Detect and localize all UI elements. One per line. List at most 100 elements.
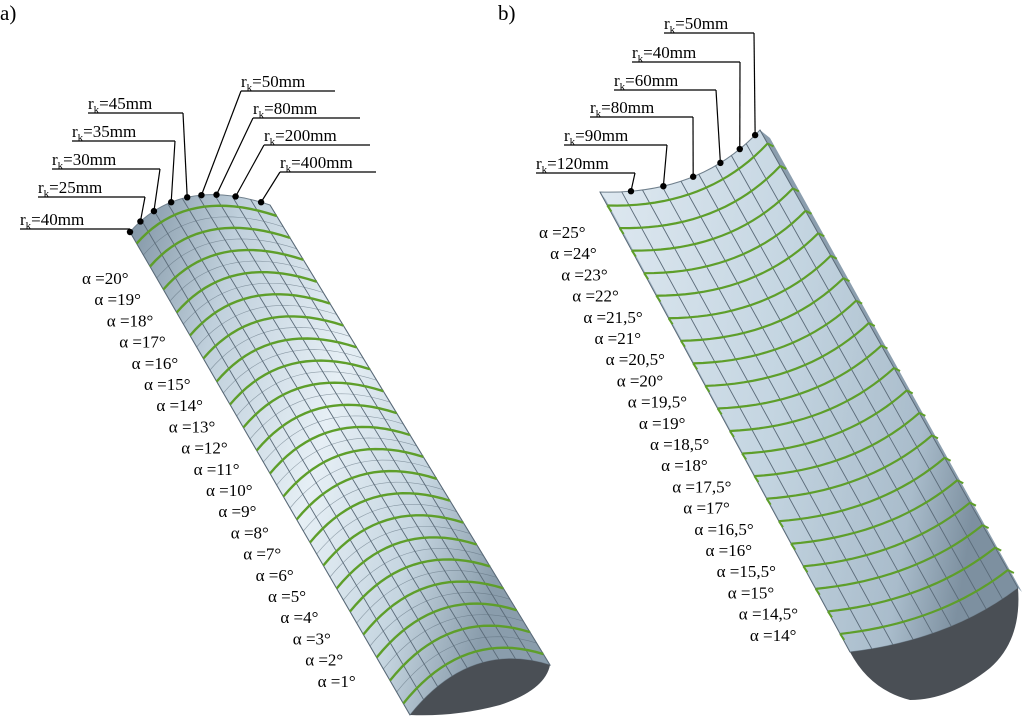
leader-line <box>715 89 721 163</box>
angle-label: α =4° <box>280 608 318 627</box>
longitudinal-line <box>730 155 987 610</box>
cross-grid-line <box>236 371 377 417</box>
longitudinal-line <box>599 191 851 653</box>
rim-tick <box>814 588 821 596</box>
radius-label-a-7: rk=80mm <box>253 99 317 121</box>
section-curve <box>149 226 291 268</box>
angle-label: α =19,5° <box>628 393 687 412</box>
cross-grid-line <box>169 260 311 302</box>
cross-grid-line <box>303 481 444 532</box>
section-curve <box>295 469 438 521</box>
rim-tick <box>982 524 990 530</box>
angle-label: α =18,5° <box>650 435 709 454</box>
leader-dot <box>689 173 697 180</box>
cross-grid-line <box>383 614 524 670</box>
angle-label: α =20° <box>82 269 129 288</box>
angle-label: α =17° <box>683 499 730 518</box>
panel-b-angle-labels: α =25°α =24°α =23°α =22°α =21,5°α =21°α … <box>539 223 798 645</box>
section-curve <box>827 546 996 613</box>
leader-dot <box>736 145 743 153</box>
angle-label: α =20° <box>617 371 664 390</box>
cross-grid-line <box>263 415 404 463</box>
section-curve <box>607 142 769 207</box>
section-curve <box>335 536 478 590</box>
rim-tick <box>944 456 952 462</box>
panel-a-model <box>20 90 552 716</box>
angle-label: α =24° <box>550 244 597 263</box>
section-curve <box>815 524 984 590</box>
angle-label: α =5° <box>268 587 306 606</box>
rim-tick <box>618 227 625 235</box>
section-curve <box>349 558 491 613</box>
section-curve <box>135 204 278 245</box>
section-curve <box>189 293 331 337</box>
leader-line <box>170 140 176 203</box>
rim-tick <box>790 543 797 551</box>
angle-label: α =18° <box>661 456 708 475</box>
leader-line <box>260 171 281 203</box>
section-curve <box>729 367 895 433</box>
rim-tick <box>767 142 775 148</box>
rim-tick <box>729 430 735 438</box>
section-curve <box>229 359 371 406</box>
leader-dot <box>198 191 205 199</box>
rim-tick <box>843 277 850 283</box>
panel-a-leader-lines <box>20 90 376 236</box>
angle-label: α =10° <box>206 481 253 500</box>
rim-tick <box>969 501 977 507</box>
section-curve <box>202 315 344 360</box>
leader-dot <box>137 218 144 225</box>
angle-label: α =7° <box>243 545 281 564</box>
longitudinal-line <box>698 174 952 627</box>
section-curve <box>693 299 857 365</box>
section-curve <box>680 277 845 342</box>
angle-label: α =8° <box>231 523 269 542</box>
radius-label-a-5: rk=45mm <box>88 94 152 116</box>
angle-label: α =23° <box>561 265 608 284</box>
rim-tick <box>643 272 649 280</box>
cross-grid-line <box>316 503 457 555</box>
radius-label-b-2: rk=40mm <box>632 43 696 65</box>
rim-tick <box>606 204 613 213</box>
panel-b-leader-lines <box>536 32 759 195</box>
cross-grid-line <box>183 282 324 325</box>
rim-tick <box>704 385 711 393</box>
panel-a-radius-labels: rk=40mm rk=25mm rk=30mm rk=35mm rk=45mm … <box>20 72 353 232</box>
rim-tick <box>1007 569 1015 574</box>
cross-grid-line <box>356 570 497 624</box>
section-curve <box>175 270 318 314</box>
rim-tick <box>765 498 772 506</box>
rim-tick <box>778 520 784 528</box>
section-curve <box>742 389 908 455</box>
radius-label-b-3: rk=60mm <box>614 71 678 93</box>
longitudinal-line <box>680 181 933 634</box>
cylinder-a-section-curves <box>135 204 544 705</box>
radius-label-a-9: rk=400mm <box>280 153 353 175</box>
panel-b-label: b) <box>498 1 516 25</box>
section-curve <box>778 456 946 523</box>
section-curve <box>619 165 782 230</box>
angle-label: α =6° <box>256 566 294 585</box>
section-curve <box>631 187 794 252</box>
section-curve <box>215 337 358 383</box>
radius-label-a-1: rk=40mm <box>20 210 84 232</box>
radius-label-a-4: rk=35mm <box>72 122 136 144</box>
angle-label: α =13° <box>169 417 216 436</box>
section-curve <box>791 479 958 545</box>
angle-label: α =25° <box>539 223 586 242</box>
radius-label-b-5: rk=90mm <box>564 126 628 148</box>
leader-line <box>753 32 756 136</box>
section-curve <box>402 646 544 705</box>
rim-tick <box>855 299 863 305</box>
radius-label-a-8: rk=200mm <box>264 126 337 148</box>
cross-grid-line <box>289 459 431 509</box>
leader-dot <box>717 159 724 167</box>
leader-line <box>662 144 668 187</box>
leader-dot <box>126 228 134 236</box>
section-curve <box>309 492 451 544</box>
section-curve <box>389 624 531 682</box>
rim-tick <box>680 340 686 348</box>
cylinder-b-longitudinal-lines <box>599 129 1019 653</box>
rim-tick <box>880 344 888 350</box>
